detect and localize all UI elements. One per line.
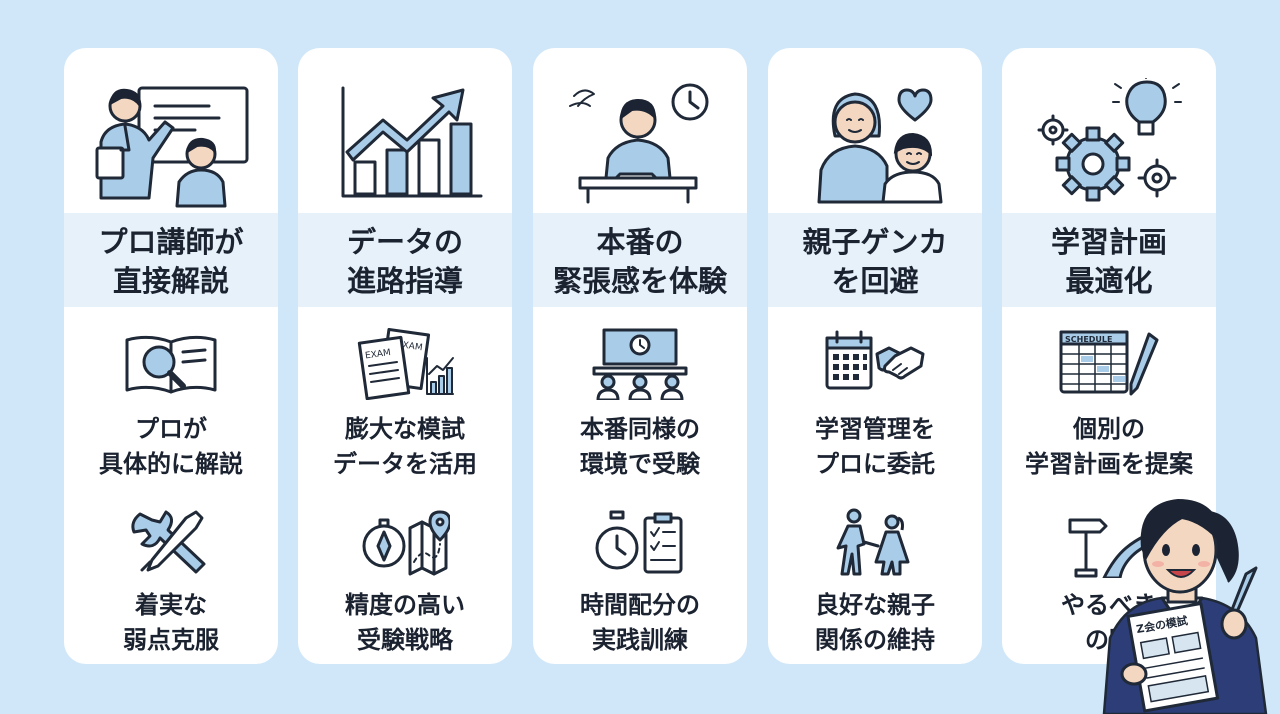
calendar-handshake-icon (825, 330, 925, 390)
parent-child-heart-icon (817, 88, 943, 204)
title-band: 本番の緊張感を体験 (533, 213, 747, 307)
feature-card-study-plan: 学習計画最適化 SCHEDULE 個別の学習計画を提案 (1002, 48, 1216, 664)
feature-card-parent-child: 親子ゲンカを回避 学習管理をプロに委託 (768, 48, 982, 664)
teacher-explaining-icon (95, 86, 249, 208)
exam-room-icon (592, 328, 688, 400)
wrench-screwdriver-icon (131, 510, 206, 574)
gears-lightbulb-icon (1037, 78, 1182, 202)
feature-label: 時間配分の実践訓練 (580, 591, 700, 654)
feature-label: 個別の学習計画を提案 (1025, 415, 1193, 478)
stopwatch-checklist-icon (595, 510, 683, 574)
card-title: データの進路指導 (346, 225, 463, 298)
feature-label: 着実な弱点克服 (123, 591, 219, 654)
feature-card-pro-teacher: プロ講師が直接解説 プロが具体的に解説 着実な弱点克服 (64, 48, 278, 664)
title-band: 学習計画最適化 (1002, 213, 1216, 307)
title-band: 親子ゲンカを回避 (768, 213, 982, 307)
book-magnifier-icon (125, 335, 217, 394)
walking-together-icon (836, 508, 910, 576)
feature-card-exam-tension: 本番の緊張感を体験 本番同様の環境で受験 (533, 48, 747, 664)
schedule-pen-icon: SCHEDULE (1059, 330, 1159, 396)
mascot-student-icon: Z会の模試 (1102, 498, 1268, 714)
card-title: プロ講師が直接解説 (98, 225, 244, 298)
title-band: データの進路指導 (298, 213, 512, 307)
compass-map-icon (362, 510, 450, 576)
rising-chart-icon (341, 86, 483, 198)
feature-label: 膨大な模試データを活用 (333, 415, 477, 478)
student-exam-clock-icon (569, 83, 709, 204)
svg-text:SCHEDULE: SCHEDULE (1065, 335, 1113, 344)
feature-card-data-guidance: データの進路指導 EXAM EXAM 膨大な模試データを活用 (298, 48, 512, 664)
feature-label: 学習管理をプロに委託 (815, 415, 935, 478)
card-title: 親子ゲンカを回避 (802, 225, 948, 298)
title-band: プロ講師が直接解説 (64, 213, 278, 307)
feature-label: 本番同様の環境で受験 (580, 415, 700, 478)
feature-label: 良好な親子関係の維持 (815, 591, 935, 654)
exam-papers-chart-icon: EXAM EXAM (357, 328, 454, 400)
feature-label: 精度の高い受験戦略 (345, 591, 465, 654)
svg-text:EXAM: EXAM (365, 348, 392, 361)
card-title: 学習計画最適化 (1050, 225, 1167, 298)
card-title: 本番の緊張感を体験 (552, 225, 727, 298)
feature-label: プロが具体的に解説 (99, 415, 243, 478)
